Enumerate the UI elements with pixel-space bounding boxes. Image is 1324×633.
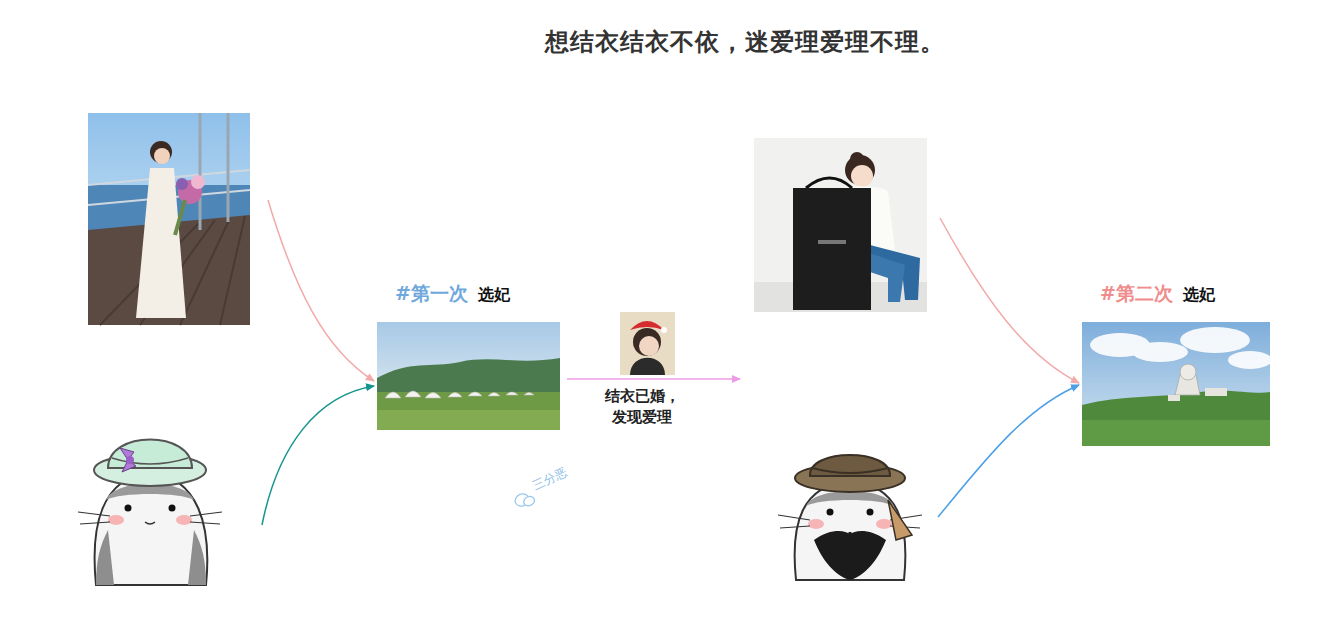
picture-node: #第二次选妃 bbox=[1082, 322, 1270, 446]
arrow bbox=[262, 386, 374, 525]
grassland-photo bbox=[1082, 322, 1272, 446]
node-heading: #第一次选妃 bbox=[395, 280, 510, 308]
hamster-cartoon bbox=[778, 455, 922, 580]
arrow-note: 结衣已婚， 发现爱理 bbox=[596, 386, 688, 428]
watermark-icon bbox=[513, 490, 536, 511]
portrait-photo bbox=[620, 312, 675, 375]
heading-number: #第一次 bbox=[395, 282, 468, 304]
photo-bride bbox=[88, 113, 250, 325]
hamster-cartoon bbox=[78, 440, 222, 586]
arrow bbox=[268, 200, 374, 381]
arrow bbox=[938, 385, 1079, 517]
diagram-title: 想结衣结衣不依，迷爱理爱理不理。 bbox=[545, 26, 945, 58]
heading-number: #第二次 bbox=[1100, 282, 1173, 304]
photo-girl-bag bbox=[754, 138, 927, 312]
node-heading: #第二次选妃 bbox=[1100, 280, 1215, 308]
heading-word: 选妃 bbox=[1183, 285, 1215, 304]
watermark: 三分恶 bbox=[530, 464, 570, 495]
arrow bbox=[940, 218, 1079, 383]
grassland-photo bbox=[377, 322, 560, 430]
picture-node: #第一次选妃 bbox=[377, 322, 560, 430]
arrow bbox=[567, 378, 740, 380]
heading-word: 选妃 bbox=[478, 285, 510, 304]
